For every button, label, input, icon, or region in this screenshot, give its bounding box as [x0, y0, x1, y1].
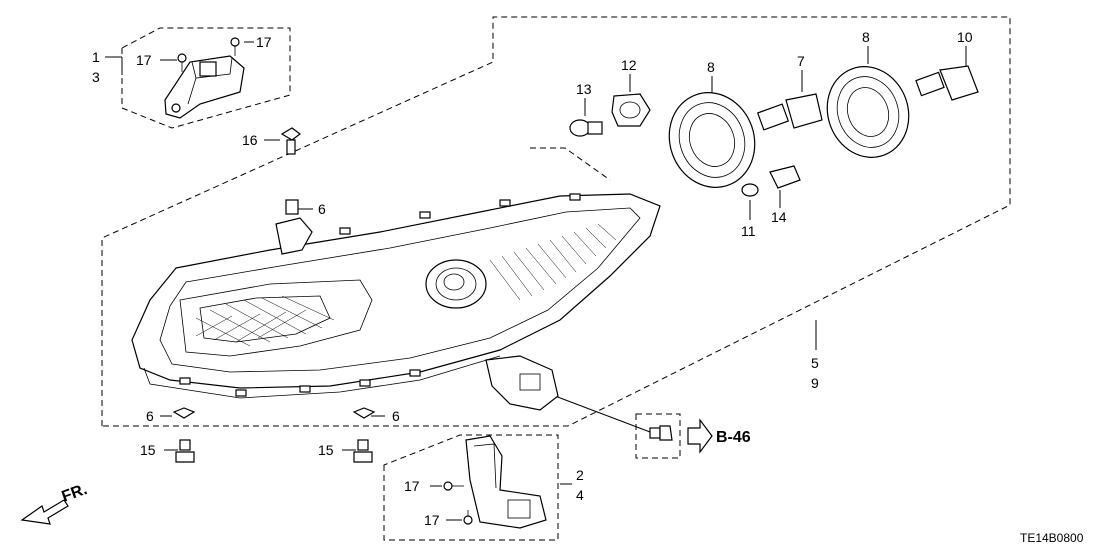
- bolt-16: [280, 127, 301, 155]
- callout-17-c: 17: [404, 478, 420, 494]
- callout-17-d: 17: [424, 512, 440, 528]
- lower-bracket-assembly: [443, 435, 547, 529]
- callout-16: 16: [242, 132, 258, 148]
- callout-13: 13: [576, 81, 592, 97]
- callout-17-b: 17: [256, 34, 272, 50]
- callout-6-a: 6: [318, 201, 326, 217]
- socket-12: [611, 93, 651, 127]
- bulb-7: [756, 93, 823, 131]
- callout-12: 12: [621, 57, 637, 73]
- clip-6-right: [352, 407, 376, 419]
- callout-14: 14: [771, 209, 787, 225]
- bolt-b46: [649, 425, 673, 441]
- socket-14: [769, 165, 801, 189]
- reference-label: B-46: [716, 429, 751, 446]
- leader-lines: [105, 41, 967, 521]
- clip-6-left: [172, 407, 196, 419]
- callout-9: 9: [811, 375, 819, 391]
- front-label: FR.: [60, 481, 90, 506]
- callout-11: 11: [741, 223, 756, 239]
- headlight-housing: [131, 193, 661, 411]
- callout-8-a: 8: [707, 59, 715, 75]
- dashed-boundaries: [101, 16, 1011, 541]
- clip-6-top: [285, 199, 299, 215]
- nut-15-right: [353, 439, 373, 463]
- callout-17-a: 17: [136, 52, 152, 68]
- upper-bracket-assembly: [164, 37, 245, 119]
- callout-15-b: 15: [318, 442, 334, 458]
- nut-15-left: [175, 439, 195, 463]
- callout-1: 1: [92, 49, 100, 65]
- callout-7: 7: [797, 53, 805, 69]
- bulb-10: [915, 65, 979, 101]
- callout-4: 4: [576, 487, 584, 503]
- callout-2: 2: [576, 467, 584, 483]
- bulb-13: [569, 119, 603, 137]
- front-arrow-icon: [20, 499, 69, 525]
- callout-labels: 1 3 17 17 16 6 6 6 13 12 8 8 7 10 11 14 …: [92, 29, 973, 528]
- seal-ring-8-left: [668, 92, 756, 188]
- callout-6-b: 6: [146, 408, 154, 424]
- callout-3: 3: [92, 69, 100, 85]
- callout-8-b: 8: [862, 29, 870, 45]
- callout-5: 5: [811, 355, 819, 371]
- callout-6-c: 6: [392, 408, 400, 424]
- callout-10: 10: [957, 29, 973, 45]
- reference-arrow: [687, 418, 713, 454]
- callout-15-a: 15: [140, 442, 156, 458]
- diagram-code: TE14B0800: [1020, 531, 1084, 545]
- seal-ring-8-right: [826, 66, 910, 158]
- bulb-11: [741, 183, 759, 197]
